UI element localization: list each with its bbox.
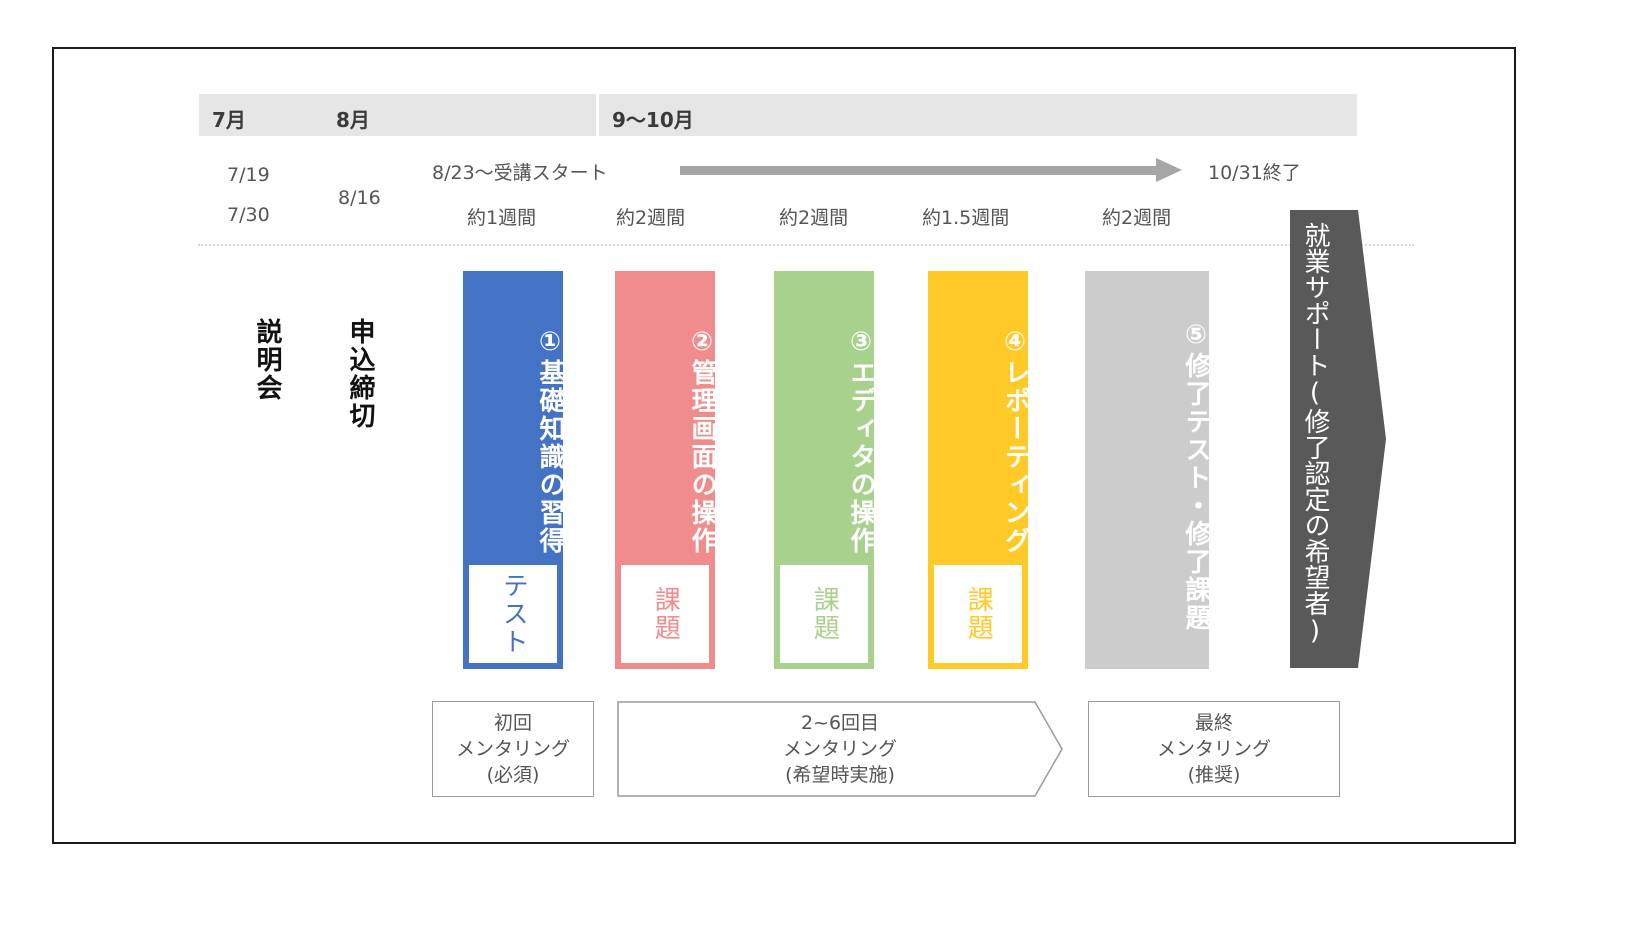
mentoring-final-line2: メンタリング (1156, 737, 1271, 760)
arrow-right-icon (1156, 158, 1182, 182)
application-deadline-label: 申込締切 (345, 318, 375, 430)
month-label-aug: 8月 (336, 108, 370, 132)
info-session-label: 説明会 (252, 318, 282, 402)
phase-4-deliverable: 課題 (934, 565, 1022, 663)
duration-phase-2: 約2週間 (616, 207, 686, 229)
phase-2-deliverable: 課題 (621, 565, 709, 663)
phase-2-number-icon: ② (687, 327, 717, 359)
mentoring-middle-line2: メンタリング (782, 737, 897, 760)
duration-phase-3: 約2週間 (779, 207, 849, 229)
phase-3-number-icon: ③ (846, 327, 876, 359)
course-progress-arrow-line (680, 166, 1158, 175)
duration-phase-4: 約1.5週間 (922, 207, 1010, 229)
phase-1-deliverable: テスト (469, 565, 557, 663)
mentoring-final-line1: 最終 (1194, 711, 1233, 734)
mentoring-first-line3: (必須) (486, 764, 540, 787)
duration-phase-1: 約1週間 (467, 207, 537, 229)
date-application-deadline: 8/16 (338, 187, 381, 209)
mentoring-first-line1: 初回 (493, 711, 532, 734)
duration-phase-5: 約2週間 (1102, 207, 1172, 229)
month-bar-jul-aug (199, 94, 596, 136)
phase-5-number-icon: ⑤ (1181, 320, 1211, 352)
date-info-session-1: 7/19 (227, 164, 270, 186)
pentagon-arrow-shape (617, 701, 1063, 797)
employment-support-arrow: 就業サポート(修了認定の希望者) (1290, 210, 1386, 668)
course-end-label: 10/31終了 (1208, 162, 1301, 184)
month-label-sep-oct: 9〜10月 (612, 108, 694, 132)
mentoring-first: 初回 メンタリング (必須) (432, 701, 594, 797)
month-label-jul: 7月 (212, 108, 246, 132)
phase-1-number-icon: ① (535, 327, 565, 359)
phase-3-deliverable: 課題 (780, 565, 868, 663)
date-info-session-2: 7/30 (227, 204, 270, 226)
phase-4-number-icon: ④ (1000, 327, 1030, 359)
employment-support-label: 就業サポート(修了認定の希望者) (1300, 222, 1330, 646)
mentoring-middle-line3: (希望時実施) (785, 764, 895, 787)
month-bar-sep-oct (599, 94, 1357, 136)
course-start-label: 8/23〜受講スタート (432, 162, 608, 184)
mentoring-final-line3: (推奨) (1187, 764, 1241, 787)
chevron-arrow-shape (1290, 210, 1386, 668)
mentoring-middle: 2~6回目 メンタリング (希望時実施) (617, 701, 1063, 797)
mentoring-final: 最終 メンタリング (推奨) (1088, 701, 1340, 797)
mentoring-first-line2: メンタリング (455, 737, 570, 760)
timeline-divider (198, 244, 1414, 246)
mentoring-middle-line1: 2~6回目 (800, 711, 880, 734)
